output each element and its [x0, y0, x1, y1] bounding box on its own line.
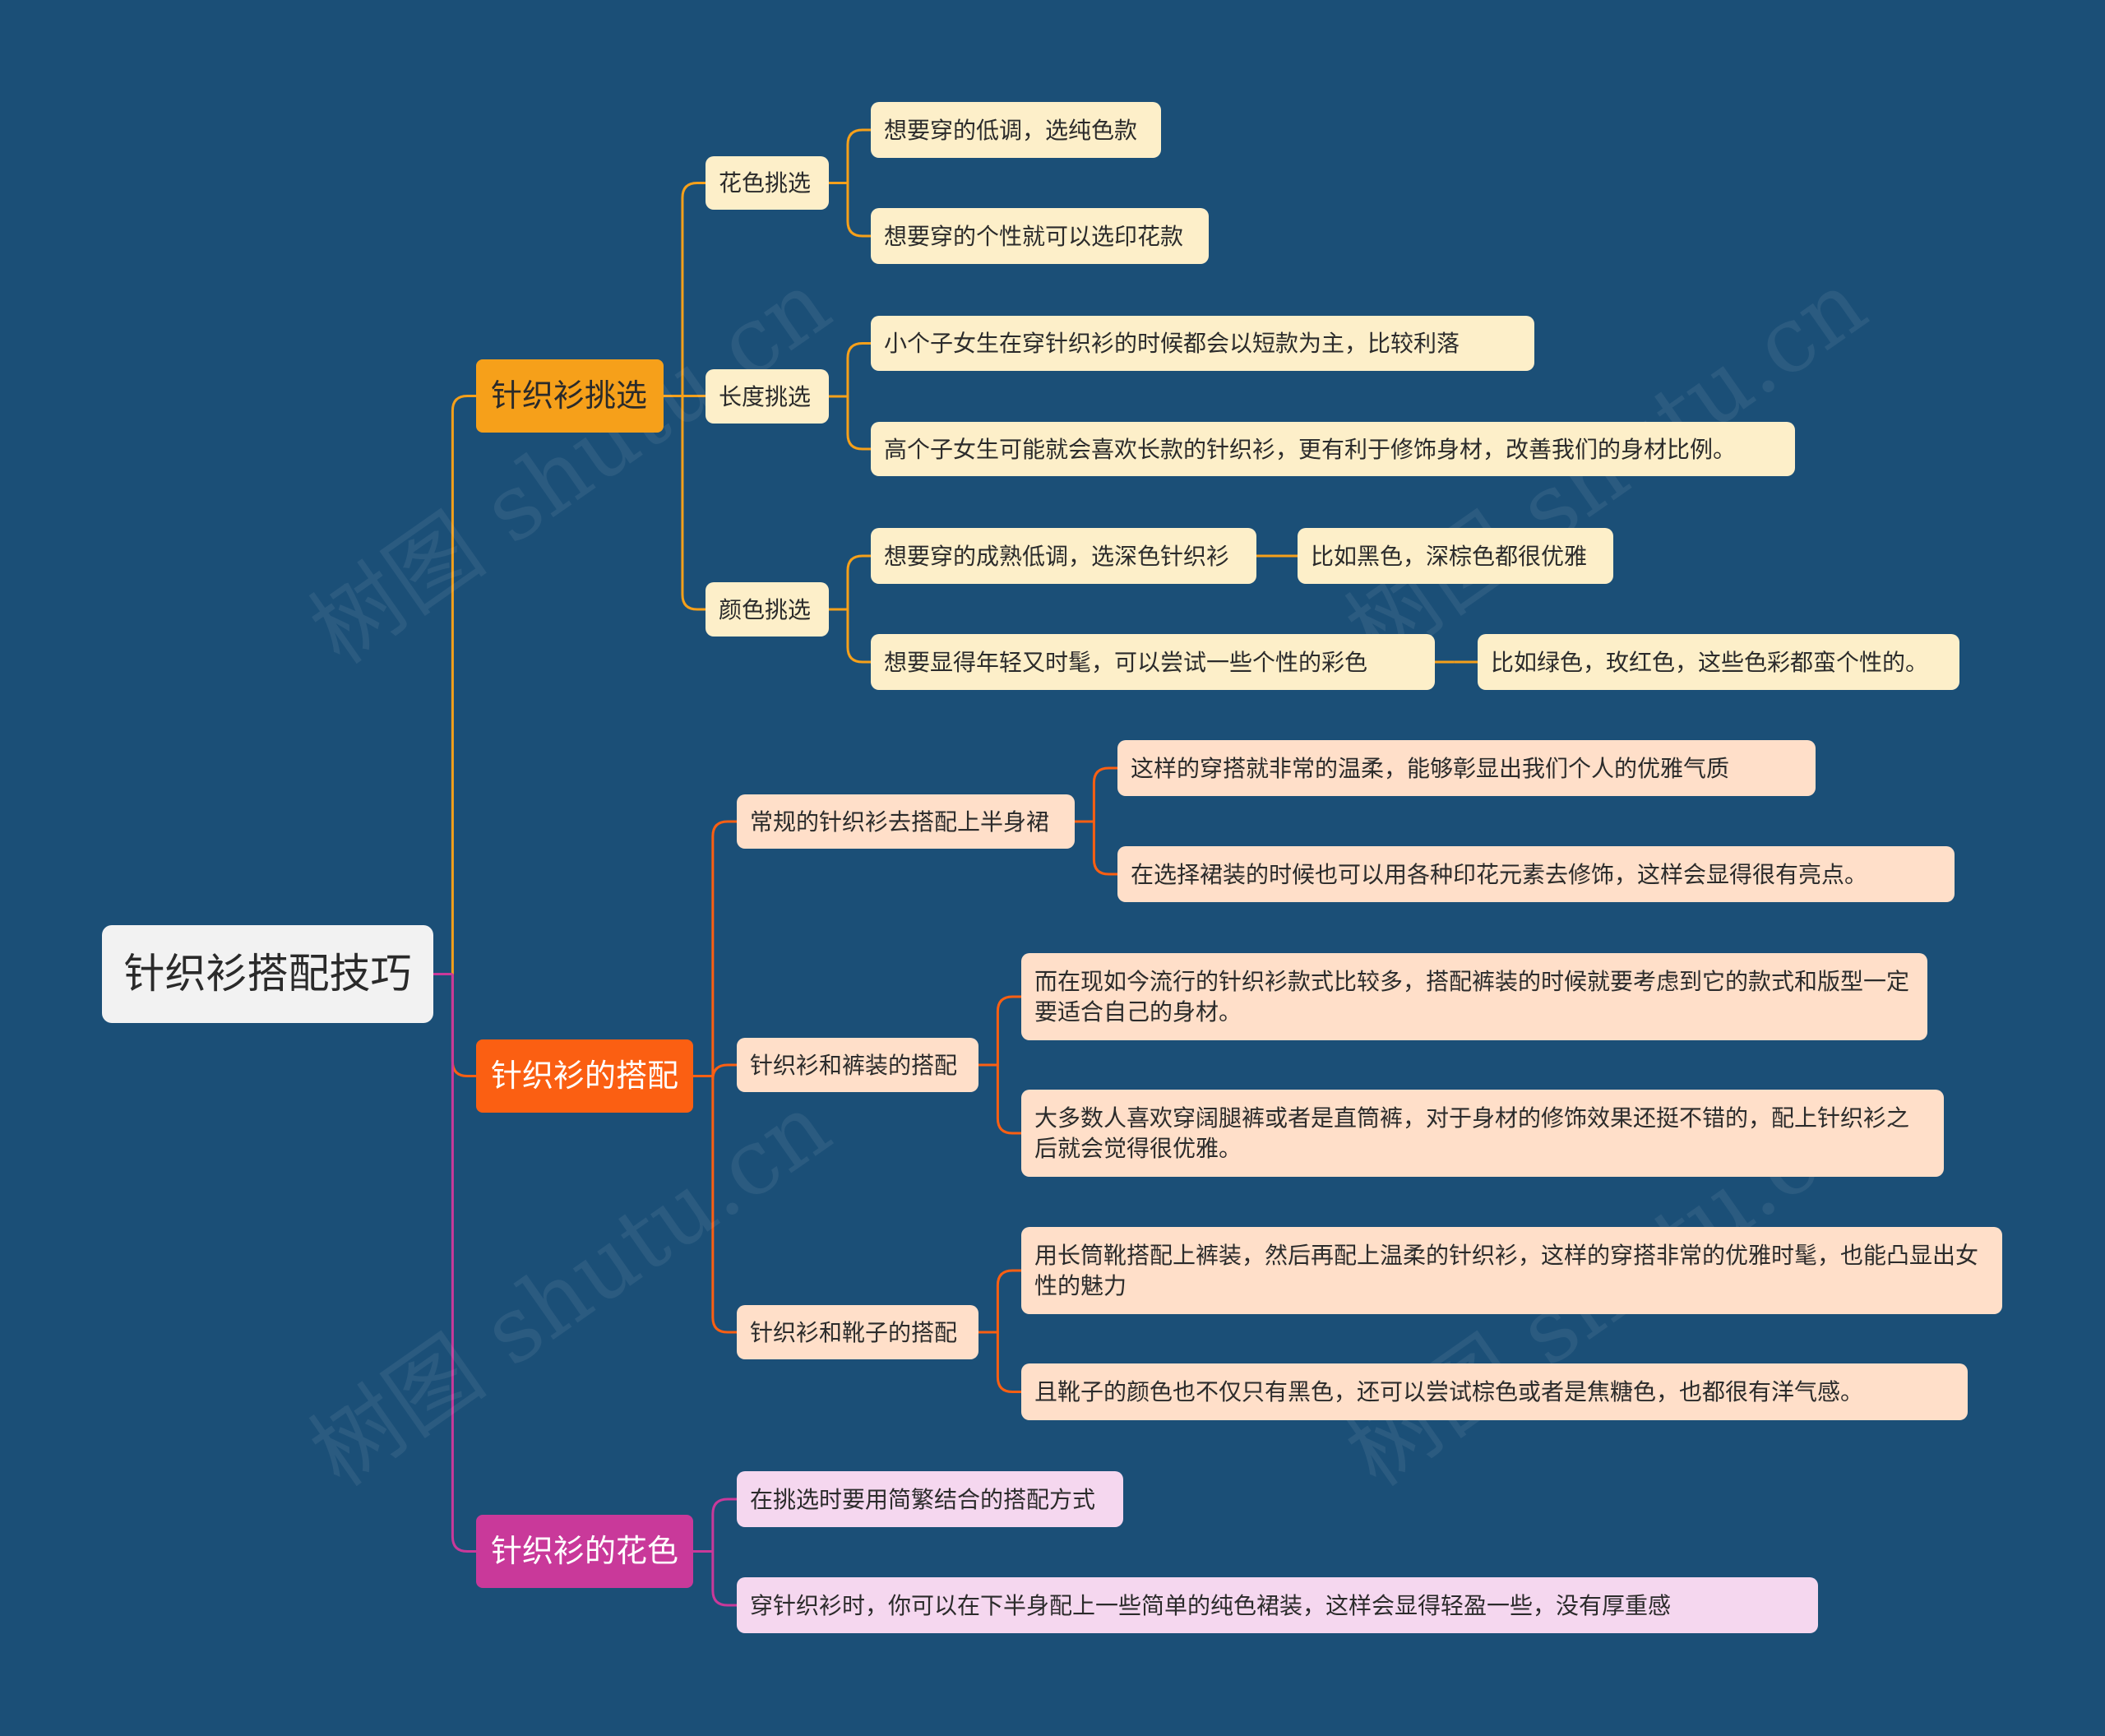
leaf-node[interactable]: 比如绿色，玫红色，这些色彩都蛮个性的。 — [1478, 634, 1959, 690]
connector-line — [451, 395, 476, 974]
leaf-node[interactable]: 想要显得年轻又时髦，可以尝试一些个性的彩色 — [871, 634, 1435, 690]
connector-line — [996, 1332, 1021, 1393]
connector-line — [846, 342, 871, 396]
connector-line — [1092, 822, 1117, 876]
leaf-node[interactable]: 想要穿的成熟低调，选深色针织衫 — [871, 528, 1256, 584]
connector-line — [711, 1076, 737, 1334]
leaf-node[interactable]: 在选择裙装的时候也可以用各种印花元素去修饰，这样会显得很有亮点。 — [1117, 846, 1955, 902]
connector-line — [1092, 766, 1117, 822]
topic-node[interactable]: 长度挑选 — [706, 369, 829, 424]
connector-line — [846, 128, 871, 183]
leaf-node[interactable]: 且靴子的颜色也不仅只有黑色，还可以尝试棕色或者是焦糖色，也都很有洋气感。 — [1021, 1363, 1968, 1420]
topic-node[interactable]: 花色挑选 — [706, 156, 829, 210]
connector-line — [681, 396, 706, 611]
leaf-node[interactable]: 这样的穿搭就非常的温柔，能够彰显出我们个人的优雅气质 — [1117, 740, 1816, 796]
connector-line — [711, 1498, 737, 1552]
connector-line — [996, 995, 1021, 1065]
leaf-node[interactable]: 高个子女生可能就会喜欢长款的针织衫，更有利于修饰身材，改善我们的身材比例。 — [871, 422, 1795, 476]
branch-node[interactable]: 针织衫挑选 — [476, 359, 664, 433]
root-node[interactable]: 针织衫搭配技巧 — [102, 925, 433, 1023]
connector-line — [711, 1551, 737, 1607]
connector-line — [451, 974, 476, 1553]
branch-node[interactable]: 针织衫的搭配 — [476, 1039, 693, 1113]
branch-node[interactable]: 针织衫的花色 — [476, 1515, 693, 1588]
connector-line — [996, 1269, 1021, 1332]
leaf-node[interactable]: 用长筒靴搭配上裤装，然后再配上温柔的针织衫，这样的穿搭非常的优雅时髦，也能凸显出… — [1021, 1227, 2002, 1314]
leaf-node[interactable]: 想要穿的个性就可以选印花款 — [871, 208, 1209, 264]
connector-line — [846, 396, 871, 451]
leaf-node[interactable]: 在挑选时要用简繁结合的搭配方式 — [737, 1471, 1123, 1527]
topic-node[interactable]: 颜色挑选 — [706, 582, 829, 637]
leaf-node[interactable]: 比如黑色，深棕色都很优雅 — [1298, 528, 1613, 584]
leaf-node[interactable]: 大多数人喜欢穿阔腿裤或者是直筒裤，对于身材的修饰效果还挺不错的，配上针织衫之后就… — [1021, 1090, 1944, 1177]
connector-line — [846, 554, 871, 609]
leaf-node[interactable]: 而在现如今流行的针织衫款式比较多，搭配裤装的时候就要考虑到它的款式和版型一定要适… — [1021, 953, 1927, 1040]
connector-line — [681, 182, 706, 396]
connector-line — [451, 974, 476, 1077]
connector-line — [711, 1063, 737, 1081]
topic-node[interactable]: 针织衫和靴子的搭配 — [737, 1305, 978, 1359]
connector-line — [711, 820, 737, 1076]
leaf-node[interactable]: 穿针织衫时，你可以在下半身配上一些简单的纯色裙装，这样会显得轻盈一些，没有厚重感 — [737, 1577, 1818, 1633]
connector-line — [846, 609, 871, 664]
topic-node[interactable]: 常规的针织衫去搭配上半身裙 — [737, 794, 1075, 849]
leaf-node[interactable]: 小个子女生在穿针织衫的时候都会以短款为主，比较利落 — [871, 316, 1534, 371]
connector-line — [996, 1065, 1021, 1135]
leaf-node[interactable]: 想要穿的低调，选纯色款 — [871, 102, 1161, 158]
connector-line — [846, 183, 871, 238]
topic-node[interactable]: 针织衫和裤装的搭配 — [737, 1038, 978, 1092]
